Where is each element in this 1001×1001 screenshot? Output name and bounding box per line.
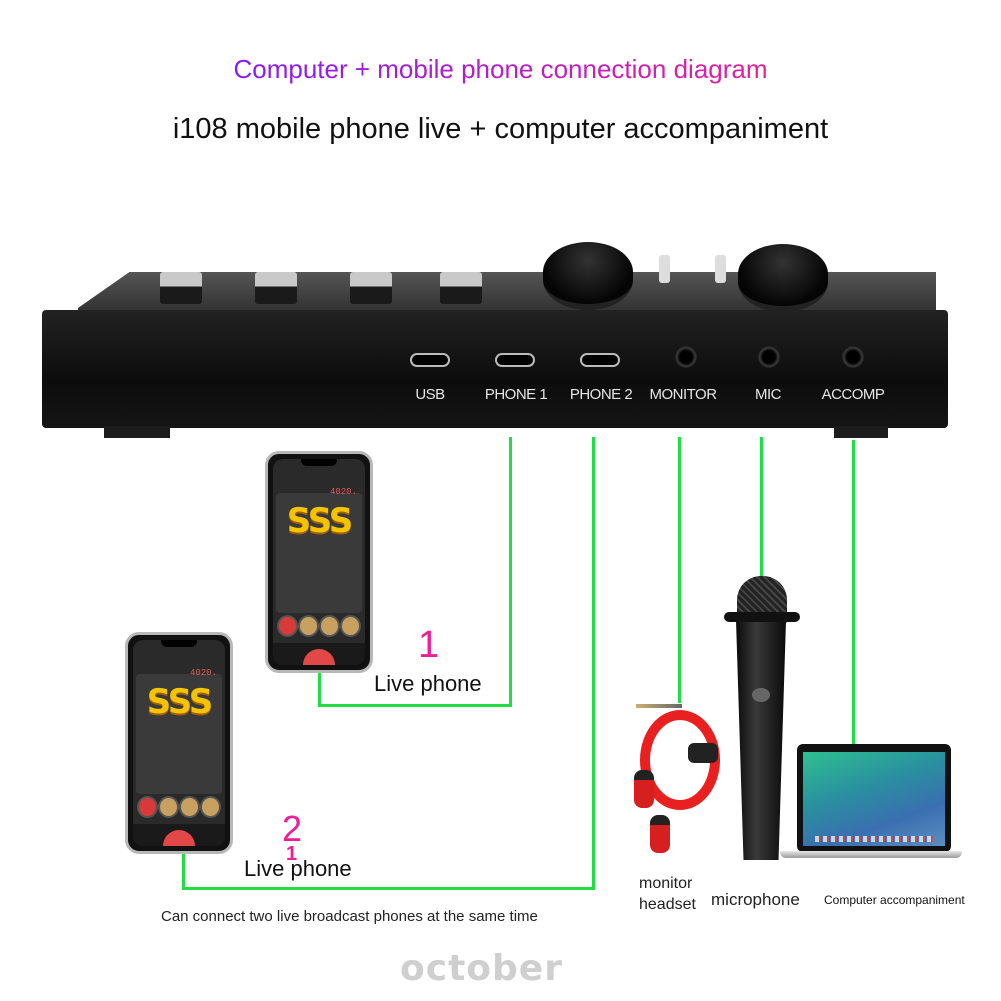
usb-port-icon [410, 353, 450, 367]
port-label-phone2: PHONE 2 [569, 386, 633, 403]
port-label-phone1: PHONE 1 [484, 386, 548, 403]
port-label-monitor: MONITOR [649, 386, 717, 403]
laptop-display [803, 752, 945, 846]
avatar [179, 796, 200, 818]
watermark: october [400, 948, 563, 989]
device-front-panel [42, 310, 948, 428]
monitor-jack-icon [675, 346, 697, 368]
phone-2-number: 2 [282, 808, 303, 849]
fader-3 [350, 272, 392, 304]
record-icon [137, 796, 158, 818]
phone-2-overlap-number: 1 [286, 843, 298, 865]
laptop-base [780, 851, 962, 858]
live-phone-2: 4020. SSS [125, 632, 233, 854]
port-label-usb: USB [415, 386, 445, 403]
headset-label: monitor headset [639, 875, 696, 913]
mic-ring [724, 612, 800, 622]
port-label-mic: MIC [755, 386, 782, 403]
device-foot-left [104, 426, 170, 438]
diagram-subtitle: i108 mobile phone live + computer accomp… [172, 113, 829, 145]
fader-2 [255, 272, 297, 304]
cable-clip [688, 743, 718, 763]
wire-phone1-horizontal [318, 704, 512, 707]
wire-phone1-drop [318, 672, 321, 707]
wire-phone2-horizontal [182, 887, 595, 890]
avatar [200, 796, 221, 818]
volume-knob-left [543, 242, 633, 310]
rank-text: SSS [286, 501, 353, 541]
score-text: 4020. [329, 487, 357, 497]
phone-screen: 4020. SSS [133, 640, 225, 846]
dock-icons [815, 836, 933, 842]
record-icon [277, 615, 298, 637]
caption: Can connect two live broadcast phones at… [161, 908, 538, 925]
mic-body [736, 620, 786, 860]
avatar [340, 615, 361, 637]
fader-4 [440, 272, 482, 304]
accomp-jack-icon [842, 346, 864, 368]
wire-monitor [678, 437, 681, 703]
avatar [319, 615, 340, 637]
earbud-right-icon [650, 815, 670, 853]
wire-mic [760, 437, 763, 577]
toggle-pin-1 [659, 255, 670, 283]
phone1-port-icon [495, 353, 535, 367]
phone2-port-icon [580, 353, 620, 367]
port-label-accomp: ACCOMP [821, 386, 885, 403]
mic-logo-icon [752, 688, 770, 702]
volume-knob-right [738, 244, 828, 312]
phone-1-label: Live phone [374, 671, 482, 696]
phone-2-label: Live phone [244, 856, 352, 881]
score-text: 4020. [189, 668, 217, 678]
phone-1-number: 1 [418, 624, 440, 666]
avatar [158, 796, 179, 818]
home-button-icon [303, 649, 335, 665]
avatar [298, 615, 319, 637]
mic-jack-icon [758, 346, 780, 368]
fader-1 [160, 272, 202, 304]
wire-accomp [852, 440, 855, 745]
wire-phone2-vertical [592, 437, 595, 890]
computer-label: Computer accompaniment [824, 893, 965, 907]
audio-plug-icon [636, 704, 682, 708]
rank-text: SSS [146, 682, 213, 722]
earbud-left-icon [634, 770, 654, 808]
phone-screen: 4020. SSS [273, 459, 365, 665]
home-button-icon [163, 830, 195, 846]
live-phone-1: 4020. SSS [265, 451, 373, 673]
wire-phone1-vertical [509, 437, 512, 707]
microphone-label: microphone [711, 890, 800, 909]
toggle-pin-2 [715, 255, 726, 283]
wire-phone2-drop [182, 853, 185, 890]
device-foot-right [834, 426, 888, 438]
diagram-title: Computer + mobile phone connection diagr… [0, 54, 1001, 85]
